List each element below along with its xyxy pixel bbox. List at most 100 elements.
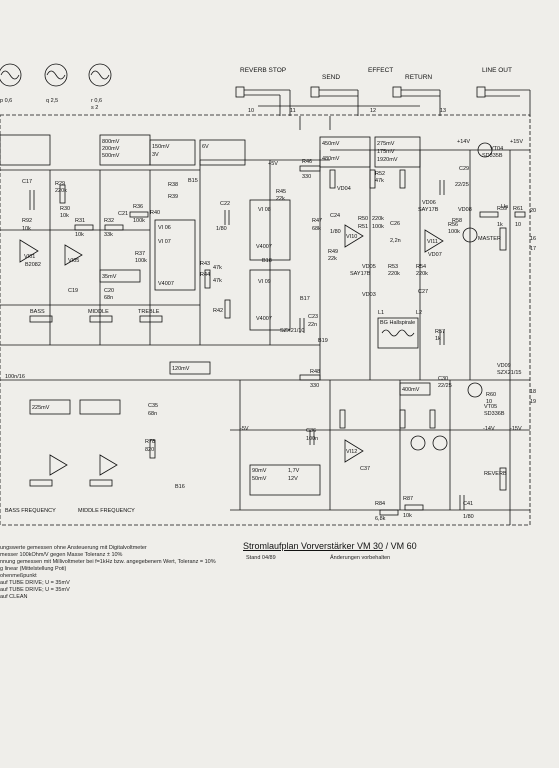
meas-12v: 12V	[288, 476, 298, 482]
label-r56-value: 100k	[448, 229, 460, 235]
label-r51-value: 100k	[372, 224, 384, 230]
label-c19: C19	[68, 288, 78, 294]
label-c23-value: 22n	[308, 322, 317, 328]
meas-1920mv: 1920mV	[377, 157, 398, 163]
meas-1v7: 1,7V	[288, 468, 300, 474]
meas-50mv: 50mV	[252, 476, 267, 482]
label-c36: C36	[306, 428, 316, 434]
meas-275mv: 275mV	[377, 141, 395, 147]
label-vi07: VI 07	[158, 239, 171, 245]
meas-box-11	[399, 382, 431, 396]
note-line-1: messer 100kOhm/V gegen Masse Toleranz ± …	[0, 552, 123, 558]
transistor-vt04-icon	[477, 142, 493, 158]
label-r29: R29	[55, 181, 65, 187]
label-v4007-b: V4007	[256, 244, 272, 250]
label-r49: R49	[328, 249, 338, 255]
label-r57: R57	[435, 329, 445, 335]
pot-bass-frequency	[29, 479, 53, 487]
label-r52: R52	[375, 171, 385, 177]
label-vd03: VD03	[362, 292, 376, 298]
label-effect: EFFECT	[368, 67, 393, 74]
label-vt04: VT04	[490, 146, 503, 152]
label-r59: R59	[497, 206, 507, 212]
label-r57-value: 1k	[435, 336, 441, 342]
label-r44: R44	[200, 272, 210, 278]
label-r39: R39	[168, 194, 178, 200]
label-r50: R50	[358, 216, 368, 222]
jack-return	[392, 86, 441, 116]
label-b16: B16	[175, 484, 185, 490]
label-vd05: VD05	[362, 264, 376, 270]
label-v4007-c: V4007	[256, 316, 272, 322]
label-plus15v: +15V	[510, 139, 523, 145]
label-r92: R92	[22, 218, 32, 224]
meas-150mv: 150mV	[152, 144, 170, 150]
label-vi09: VI 09	[258, 279, 271, 285]
label-r60: R60	[486, 392, 496, 398]
label-szx: SZX21/10	[280, 328, 304, 334]
label-r46: R46	[302, 159, 312, 165]
meas-box-5	[374, 136, 421, 168]
note-line-8: auf TUBE DRIVE; U = 35mV	[0, 580, 70, 586]
label-r37: R37	[135, 251, 145, 257]
transistor-1-icon	[410, 435, 426, 451]
label-r84-value: 6,8k	[375, 516, 386, 522]
meas-3v: 3V	[152, 152, 159, 158]
label-b18: B18	[262, 258, 272, 264]
label-say17b: SAY17B	[350, 271, 371, 277]
label-c30: C30	[438, 376, 448, 382]
label-c35-value: 68n	[148, 411, 157, 417]
label-reverb-stop: REVERB STOP	[240, 67, 286, 74]
ic-v4007-b	[249, 199, 291, 261]
label-c26: C26	[390, 221, 400, 227]
label-vi12: VI12	[346, 449, 357, 455]
meas-35mv: 35mV	[102, 274, 117, 280]
opamp-7-icon	[99, 454, 118, 476]
label-r87: R87	[403, 496, 413, 502]
label-b19: B19	[318, 338, 328, 344]
meas-450mv: 450mV	[322, 141, 340, 147]
board-outline	[0, 114, 531, 526]
label-r32: R32	[104, 218, 114, 224]
label-c22-value: 1/80	[216, 226, 227, 232]
label-vi05: VI05	[68, 258, 79, 264]
label-vi01: VI01	[24, 254, 35, 260]
label-c29-value: 22/25	[455, 182, 469, 188]
note-line-10: auf TUBE DRIVE; U = 35mV	[0, 587, 70, 593]
meas-500mv: 500mV	[102, 153, 120, 159]
label-r30: R30	[60, 206, 70, 212]
label-plus5v: +5V	[268, 161, 278, 167]
label-treble: TREBLE	[138, 309, 160, 315]
node-13: 13	[440, 108, 446, 114]
label-vd06-value: SAY17B	[418, 207, 439, 213]
legend-notes: ungswerte gemessen ohne Ansteuerung mit …	[0, 545, 216, 601]
label-send: SEND	[322, 74, 340, 81]
title-block: Stromlaufplan Vorverstärker VM 30 / VM 6…	[243, 541, 417, 551]
label-return: RETURN	[405, 74, 432, 81]
node-17: 17	[530, 246, 536, 252]
label-r31-value: 10k	[75, 232, 84, 238]
meas-120mv: 120mV	[172, 366, 190, 372]
label-minus5v: -5V	[240, 426, 249, 432]
opamp-4-icon	[424, 229, 444, 253]
pot-middle-frequency	[89, 479, 113, 487]
transistor-3-icon	[462, 227, 478, 243]
label-r54-value: 220k	[416, 271, 428, 277]
label-r53: R53	[388, 264, 398, 270]
label-wave-r: r 0,6	[91, 98, 102, 104]
label-c35: C35	[148, 403, 158, 409]
label-v4007-a: V4007	[158, 281, 174, 287]
label-r52-value: 47k	[375, 178, 384, 184]
label-r78-value: 820	[145, 447, 154, 453]
node-11: 11	[290, 108, 296, 114]
node-19: 19	[530, 399, 536, 405]
label-c41-value: 1/80	[463, 514, 474, 520]
label-bass: BASS	[30, 309, 45, 315]
label-r29-value: 220k	[55, 188, 67, 194]
label-vt04-value: SD335B	[482, 153, 503, 159]
label-r43-value: 47k	[213, 265, 222, 271]
reverb-spring	[377, 317, 419, 349]
node-20: 20	[530, 208, 536, 214]
label-r50-value: 220k	[372, 216, 384, 222]
meas-box-2	[149, 139, 196, 166]
